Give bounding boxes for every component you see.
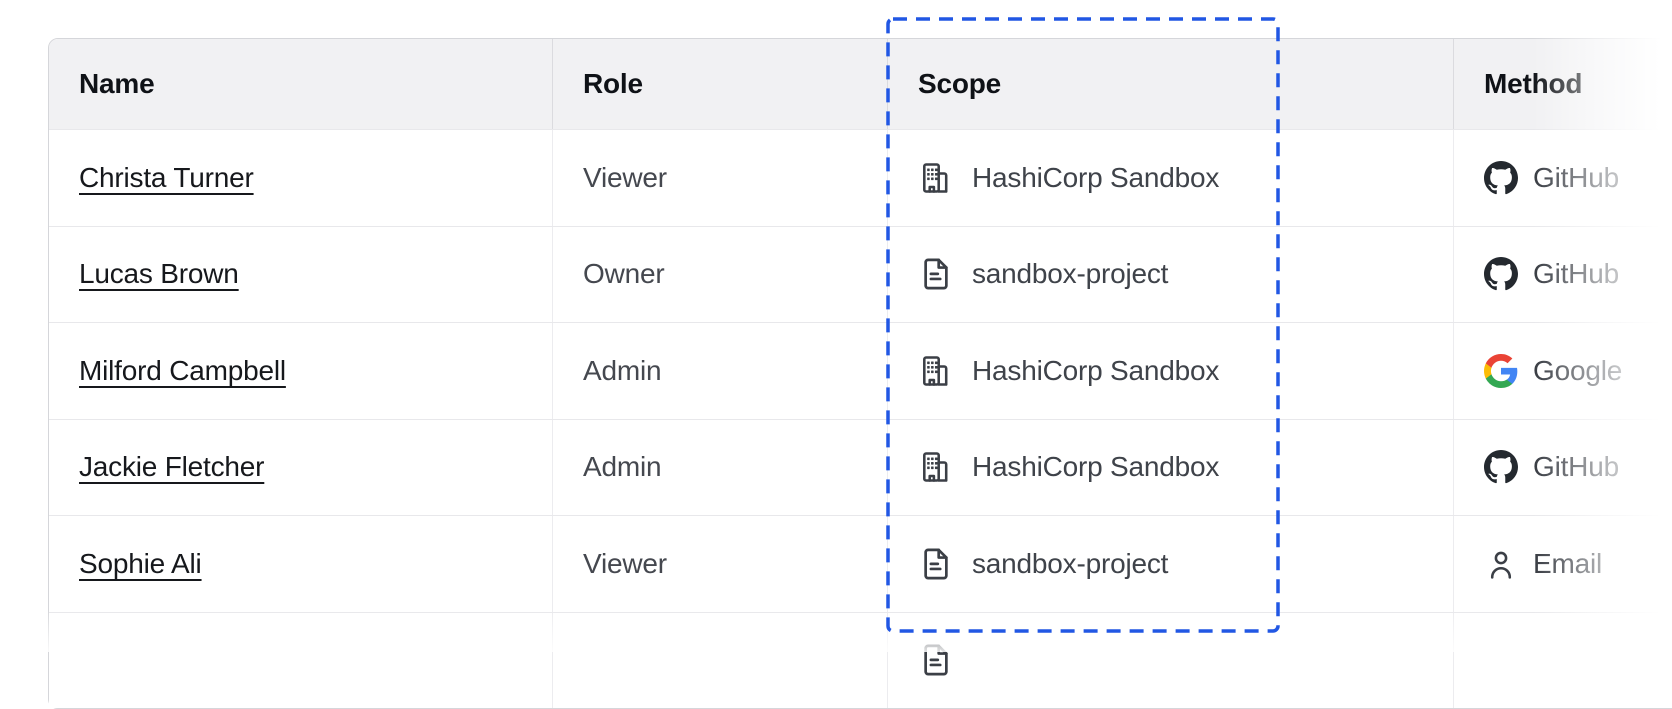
method-value: Email: [1533, 547, 1603, 579]
table-row: Jackie Fletcher Admin HashiCorp Sandbox …: [49, 418, 1672, 515]
user-name-link[interactable]: Christa Turner: [79, 161, 254, 193]
file-icon: [918, 642, 954, 678]
role-value: Owner: [583, 258, 665, 290]
scope-value: HashiCorp Sandbox: [972, 161, 1220, 193]
role-value: Viewer: [583, 547, 667, 579]
scope-value: HashiCorp Sandbox: [972, 451, 1220, 483]
role-value: Admin: [583, 354, 662, 386]
column-header-method: Method: [1484, 68, 1583, 99]
user-name-link[interactable]: Jackie Fletcher: [79, 451, 265, 483]
column-header-name: Name: [49, 39, 553, 129]
role-value: Admin: [583, 451, 662, 483]
github-icon: [1484, 450, 1518, 484]
table-header-row: Name Role Scope Method: [49, 39, 1672, 129]
table-row: Milford Campbell Admin HashiCorp Sandbox: [49, 322, 1672, 419]
table-row: Lucas Brown Owner sandbox-project GitHub: [49, 225, 1672, 322]
file-icon: [918, 546, 954, 582]
user-name-link[interactable]: Sophie Ali: [79, 547, 202, 579]
github-icon: [1484, 160, 1518, 195]
column-header-role: Role: [553, 39, 888, 129]
method-value: GitHub: [1533, 258, 1619, 290]
organization-icon: [918, 449, 954, 485]
user-name-link[interactable]: Lucas Brown: [79, 258, 239, 290]
github-icon: [1484, 257, 1518, 291]
scope-value: HashiCorp Sandbox: [972, 354, 1220, 386]
google-icon: [1484, 353, 1518, 388]
users-table: Name Role Scope Method Christa Turner Vi…: [48, 38, 1672, 709]
organization-icon: [918, 160, 954, 196]
organization-icon: [918, 353, 954, 389]
file-icon: [918, 256, 954, 292]
column-header-scope: Scope: [888, 39, 1454, 129]
scope-value: sandbox-project: [972, 547, 1169, 579]
method-value: GitHub: [1533, 161, 1619, 193]
table-row: Christa Turner Viewer HashiCorp Sandbox …: [49, 129, 1672, 226]
user-name-link[interactable]: Milford Campbell: [79, 354, 286, 386]
user-icon: [1484, 547, 1518, 581]
table-row-partial: [49, 611, 1672, 708]
scope-value: sandbox-project: [972, 258, 1169, 290]
method-value: Google: [1533, 354, 1623, 386]
method-value: GitHub: [1533, 451, 1619, 483]
role-value: Viewer: [583, 161, 667, 193]
table-row: Sophie Ali Viewer sandbox-project Email: [49, 515, 1672, 612]
